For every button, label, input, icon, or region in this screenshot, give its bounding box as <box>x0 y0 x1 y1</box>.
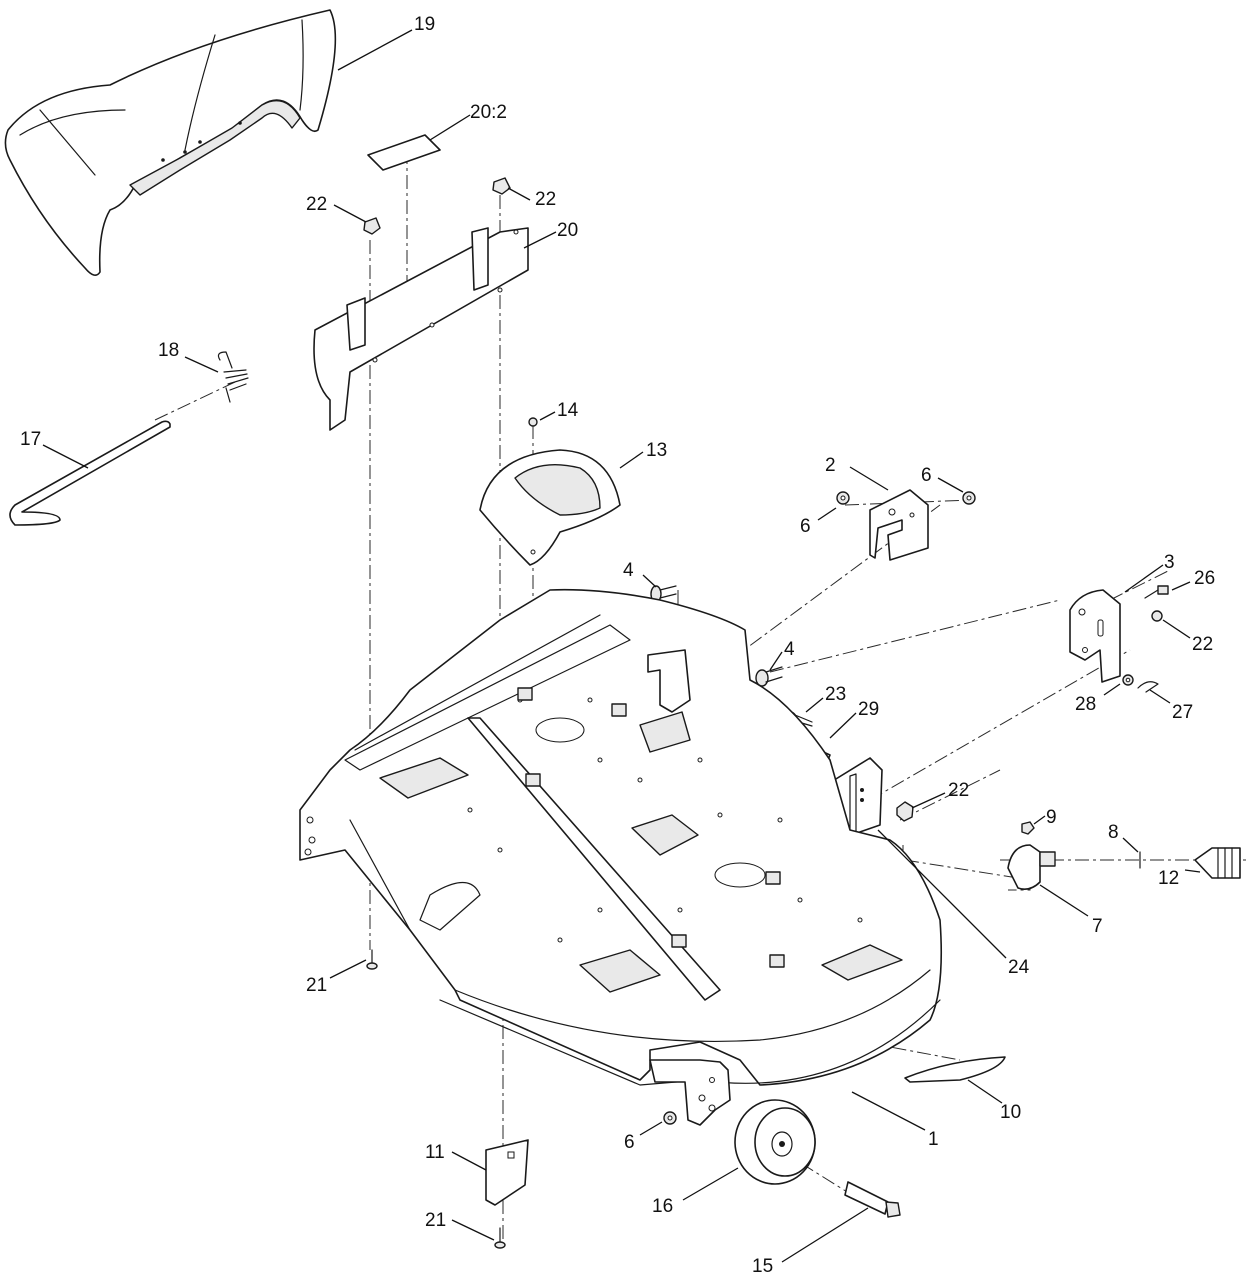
callout-6-upper-left: 6 <box>800 516 811 537</box>
callout-23: 23 <box>825 684 846 705</box>
callout-24: 24 <box>1008 957 1030 978</box>
washout-fitting-7 <box>1007 844 1056 890</box>
callout-2: 2 <box>825 455 836 476</box>
callout-6-lower: 6 <box>624 1132 635 1153</box>
callout-22-right: 22 <box>1192 634 1213 655</box>
gauge-wheel-16 <box>734 1099 816 1185</box>
deflector-10 <box>904 1056 1006 1083</box>
callout-4-upper: 4 <box>623 560 634 581</box>
leader-lines <box>42 29 1201 1263</box>
callout-20-2: 20:2 <box>470 102 507 123</box>
screw-26 <box>1144 585 1169 599</box>
callout-9: 9 <box>1046 807 1057 828</box>
callout-27: 27 <box>1172 702 1193 723</box>
bolt-21-lower <box>494 1227 506 1249</box>
callout-17: 17 <box>20 429 41 450</box>
bolt-9 <box>1021 821 1035 835</box>
flange-nut-upper-left <box>363 217 381 235</box>
callout-20: 20 <box>557 220 578 241</box>
callout-18: 18 <box>158 340 179 361</box>
axle-bolt-15 <box>844 1181 901 1218</box>
callout-11: 11 <box>425 1142 445 1163</box>
spindle-cover <box>479 449 621 566</box>
callout-21-upper: 21 <box>306 975 327 996</box>
hinge-rod <box>9 420 171 526</box>
callout-22-center: 22 <box>948 780 969 801</box>
callout-29: 29 <box>858 699 879 720</box>
clamp-plate-11 <box>485 1139 529 1206</box>
callout-13: 13 <box>646 440 667 461</box>
carriage-bolt-lower <box>755 666 783 687</box>
flange-nut-6-left <box>836 491 850 505</box>
callout-10: 10 <box>1000 1102 1021 1123</box>
callout-7: 7 <box>1092 916 1103 937</box>
hairpin-clip-27 <box>1137 681 1159 693</box>
screw-14 <box>528 417 538 427</box>
callout-16: 16 <box>652 1196 673 1217</box>
callout-12: 12 <box>1158 868 1179 889</box>
washer-28 <box>1122 674 1134 686</box>
torsion-spring <box>217 351 249 403</box>
flange-nut-22-center <box>896 801 914 822</box>
decal-plate <box>367 134 441 171</box>
flange-nut-6-lower <box>663 1111 677 1125</box>
mower-deck <box>299 588 943 1126</box>
callout-8: 8 <box>1108 822 1119 843</box>
flange-nut-6-right <box>962 491 976 505</box>
callout-1: 1 <box>928 1129 939 1150</box>
callout-22-upper-left: 22 <box>306 194 327 215</box>
callout-21-lower: 21 <box>425 1210 446 1231</box>
callout-22-upper-right: 22 <box>535 189 556 210</box>
callout-6-upper-right: 6 <box>921 465 932 486</box>
flange-nut-upper-right <box>492 177 511 195</box>
hose-coupler-12 <box>1194 847 1241 879</box>
callout-labels: 19 20:2 22 22 20 18 17 14 13 2 6 6 3 26 … <box>20 14 1215 1277</box>
discharge-chute <box>4 9 337 276</box>
callout-28: 28 <box>1075 694 1096 715</box>
flange-nut-22-right <box>1151 610 1163 622</box>
chute-hinge-bracket <box>313 227 529 431</box>
callout-26: 26 <box>1194 568 1215 589</box>
callout-3: 3 <box>1164 552 1175 573</box>
callout-4-lower: 4 <box>784 639 795 660</box>
callout-15: 15 <box>752 1256 773 1277</box>
callout-19: 19 <box>414 14 435 35</box>
bolt-21-upper <box>366 949 378 970</box>
callout-14: 14 <box>557 400 579 421</box>
latch-bracket <box>869 489 929 561</box>
adjust-bracket <box>1069 589 1121 683</box>
